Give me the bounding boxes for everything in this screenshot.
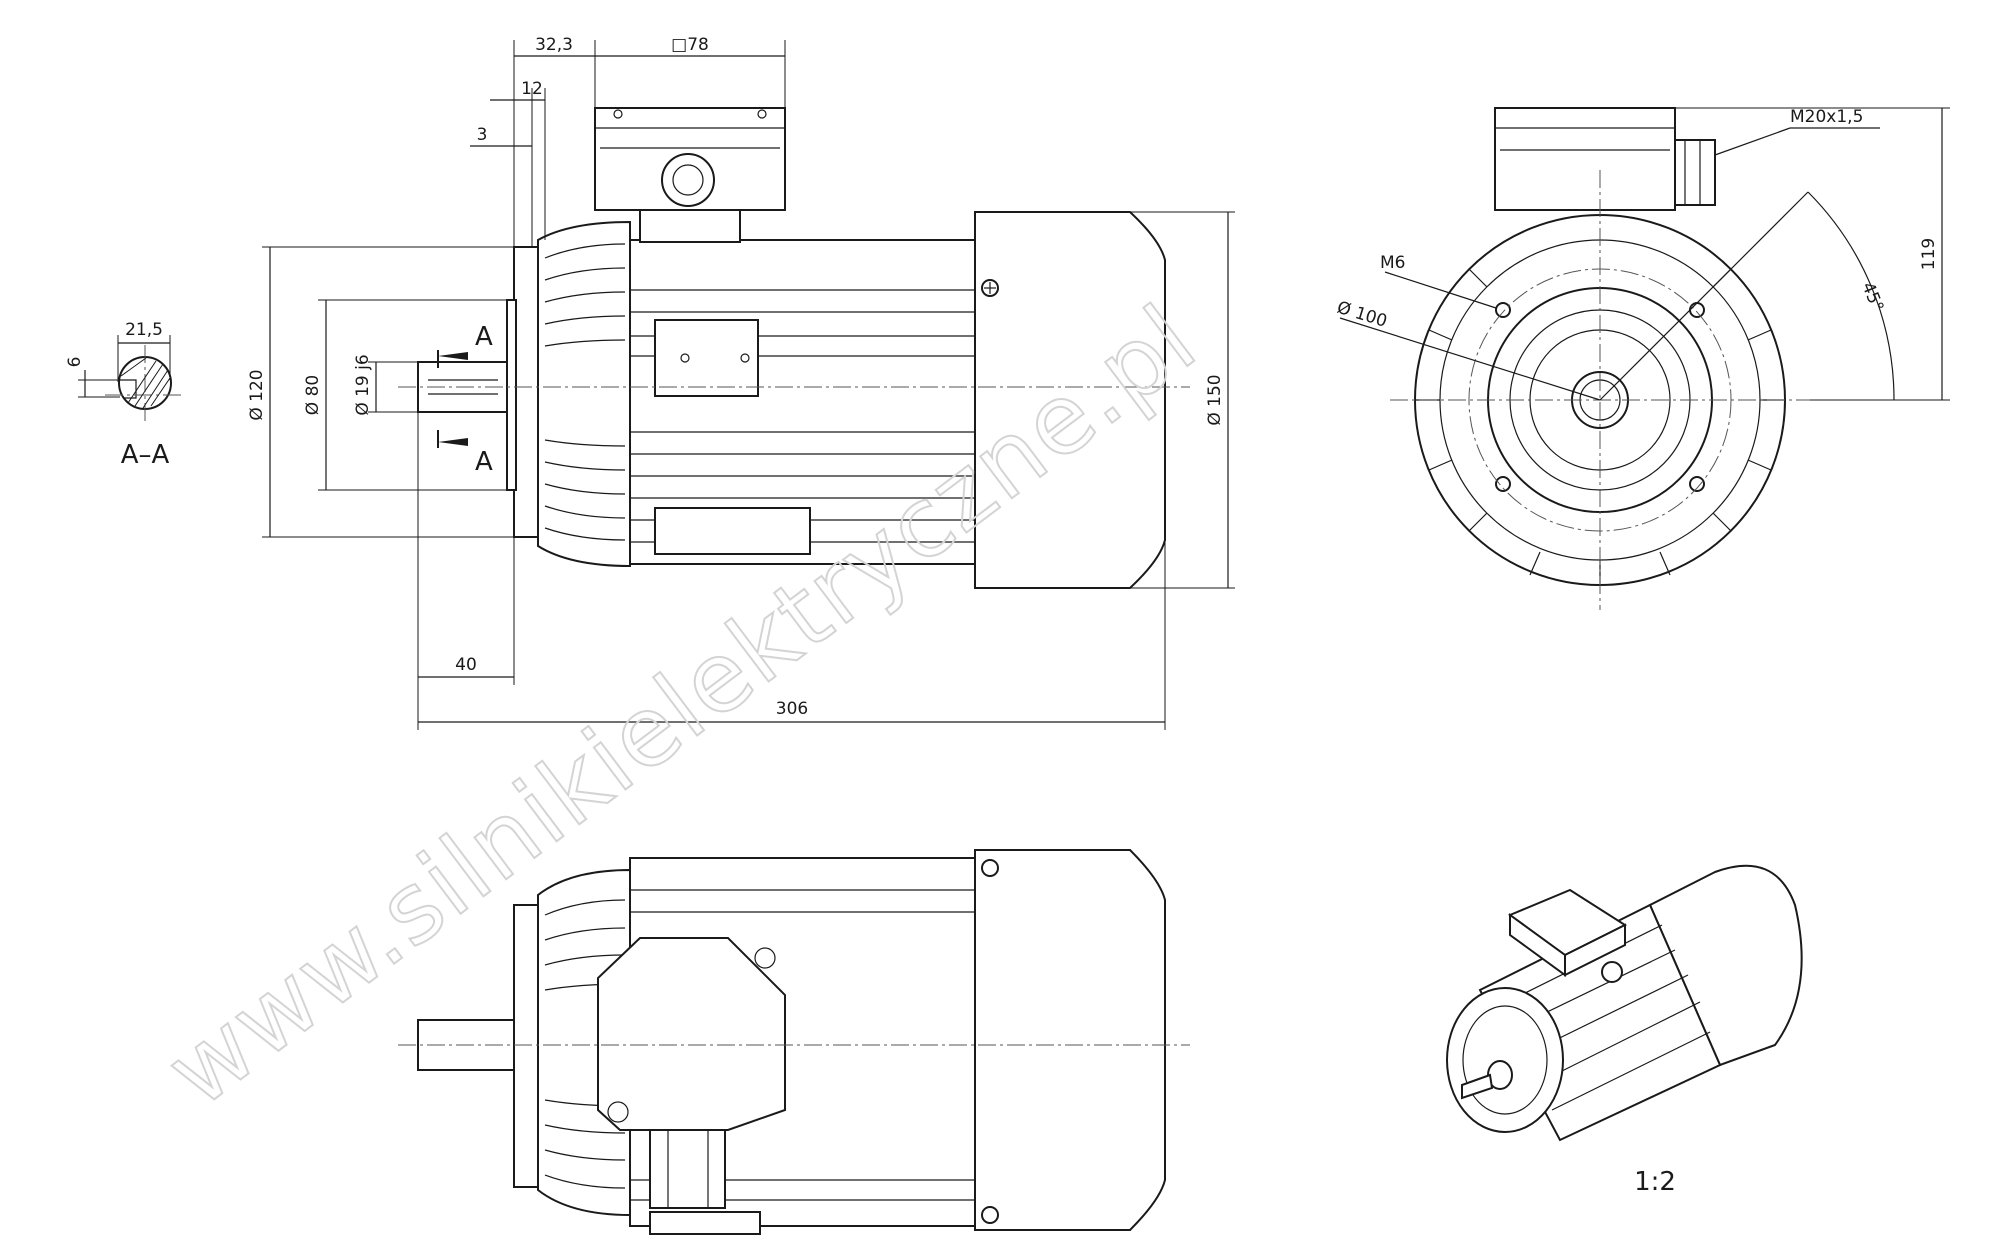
thread-size-label: M6	[1380, 253, 1405, 273]
top-view-flange	[513, 904, 539, 1188]
gland-angle-label: 45°	[1857, 279, 1887, 314]
front-shield	[537, 220, 631, 568]
bolt-hole	[1495, 476, 1511, 492]
overall-length-label: 306	[776, 699, 808, 719]
terminal-box-size-label: □78	[671, 35, 709, 55]
gland-thread-label: M20x1,5	[1790, 107, 1863, 127]
flange	[513, 246, 539, 538]
isometric-view	[1446, 864, 1803, 1142]
section-label: A–A	[121, 440, 170, 470]
section-mark-bottom: A	[475, 447, 493, 477]
iso-shaft	[1461, 1073, 1494, 1100]
shaft-diameter-label: Ø 19 j6	[353, 354, 373, 415]
bolt-hole	[1689, 302, 1705, 318]
flange-gap-label: 3	[477, 125, 488, 145]
center-height-label: 119	[1919, 238, 1939, 270]
section-a-a: 6 21,5 A–A	[65, 320, 185, 470]
spigot-diameter-label: Ø 80	[303, 375, 323, 415]
section-hatch	[120, 357, 171, 409]
top-view-fan-cover	[974, 849, 1166, 1231]
front-terminal-box	[1494, 107, 1676, 211]
flange-spigot-label: 12	[521, 79, 543, 99]
housing-diameter-label: Ø 150	[1205, 374, 1225, 425]
section-mark-top: A	[475, 322, 493, 352]
front-cable-gland	[1674, 139, 1716, 206]
side-view: A A 32,3 □78 12 3 Ø 120 Ø 80 Ø 19 j6	[247, 35, 1235, 730]
bolt-hole	[1495, 302, 1511, 318]
top-view-gland	[649, 1129, 726, 1209]
cable-gland	[661, 153, 715, 207]
flange-diameter-label: Ø 120	[247, 369, 267, 420]
nameplate-bracket	[654, 319, 759, 397]
shaft-length-label: 40	[455, 655, 477, 675]
scale-label: 1:2	[1634, 1167, 1676, 1197]
front-view: M6 Ø 100 M20x1,5 45° 119	[1335, 107, 1950, 610]
terminal-offset-label: 32,3	[535, 35, 573, 55]
shaft-height-label: 21,5	[125, 320, 163, 340]
top-view-terminal-lid	[597, 937, 786, 1131]
top-view	[398, 849, 1190, 1235]
cooling-fins	[544, 243, 626, 541]
bolt-hole	[1689, 476, 1705, 492]
bolt-circle-label: Ø 100	[1335, 298, 1390, 332]
keyway-depth-label: 6	[65, 357, 85, 368]
nameplate	[654, 507, 811, 555]
iso-flange	[1446, 987, 1564, 1133]
iso-fan-cover	[1648, 864, 1803, 1067]
